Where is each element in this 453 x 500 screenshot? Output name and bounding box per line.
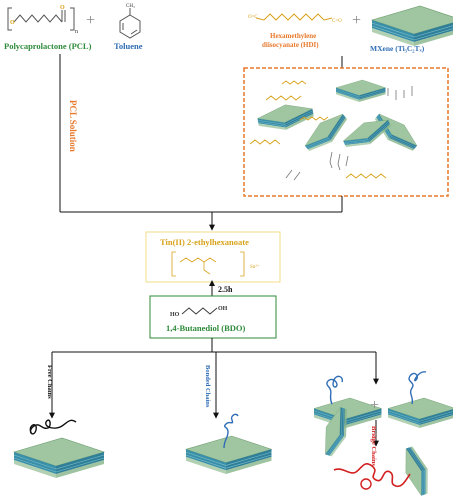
bridge-chains-label: Bridge Chains: [370, 426, 377, 466]
free-chain-flake: [13, 437, 105, 479]
free-chains-label: Free Chains: [46, 365, 53, 399]
bridge-chain-blue-left: [326, 375, 344, 405]
catalyst-label: Tin(II) 2-ethylhexanoate: [160, 237, 249, 247]
mxene-top-flake: [371, 5, 453, 47]
plus-bridge: +: [370, 397, 379, 414]
bdo-oh: OH: [218, 306, 228, 312]
hdi-right-group: C=O: [332, 19, 342, 24]
mxene-label: MXene (Ti₃C₂Tₓ): [370, 44, 425, 53]
pcl-structure: [7, 7, 75, 31]
bdo-structure: [181, 307, 218, 315]
toluene-methyl: CH₃: [126, 4, 135, 9]
bridge-vertical-flake-right: [398, 443, 436, 499]
pcl-label: Polycaprolactone (PCL): [4, 41, 92, 51]
toluene-structure: [119, 8, 141, 39]
reaction-box-contents: [249, 79, 423, 181]
bdo-label: 1,4-Butanediol (BDO): [166, 323, 246, 333]
hdi-label-line1: Hexamethylene: [270, 32, 316, 40]
bdo-box: [149, 295, 277, 339]
reaction-time: 2.5h: [218, 285, 233, 294]
pcl-solution-label: PCL Solution: [68, 100, 78, 152]
bonded-chain-polymer: [223, 413, 239, 449]
bridge-flake-right: [387, 397, 453, 429]
plus-pcl-toluene: +: [86, 12, 95, 29]
hdi-structure: [255, 13, 333, 21]
pcl-subscript: n: [75, 29, 78, 35]
bridge-chain-red: [333, 463, 411, 488]
pcl-oxygen: O: [10, 20, 15, 26]
hdi-left-group: O=C: [248, 15, 258, 20]
hdi-label-line2: diisocyanate (HDI): [262, 41, 319, 49]
catalyst-arrowhead: [209, 280, 215, 286]
catalyst-structure: [171, 251, 245, 277]
plus-hdi-mxene: +: [352, 12, 361, 29]
bonded-chains-label: Bonded Chains: [204, 365, 211, 408]
bonded-chain-flake: [185, 435, 272, 475]
catalyst-tin: Sn²⁺: [250, 264, 260, 270]
bdo-ho: HO: [170, 312, 180, 318]
pcl-carbonyl-oxygen: O: [60, 5, 65, 11]
hdi-mxene-reaction-box: [243, 67, 449, 197]
free-chain-polymer: [29, 419, 77, 435]
bridge-chain-blue-right: [408, 371, 427, 405]
bridge-chain-loop: [360, 478, 372, 490]
toluene-label: Toluene: [114, 41, 143, 51]
